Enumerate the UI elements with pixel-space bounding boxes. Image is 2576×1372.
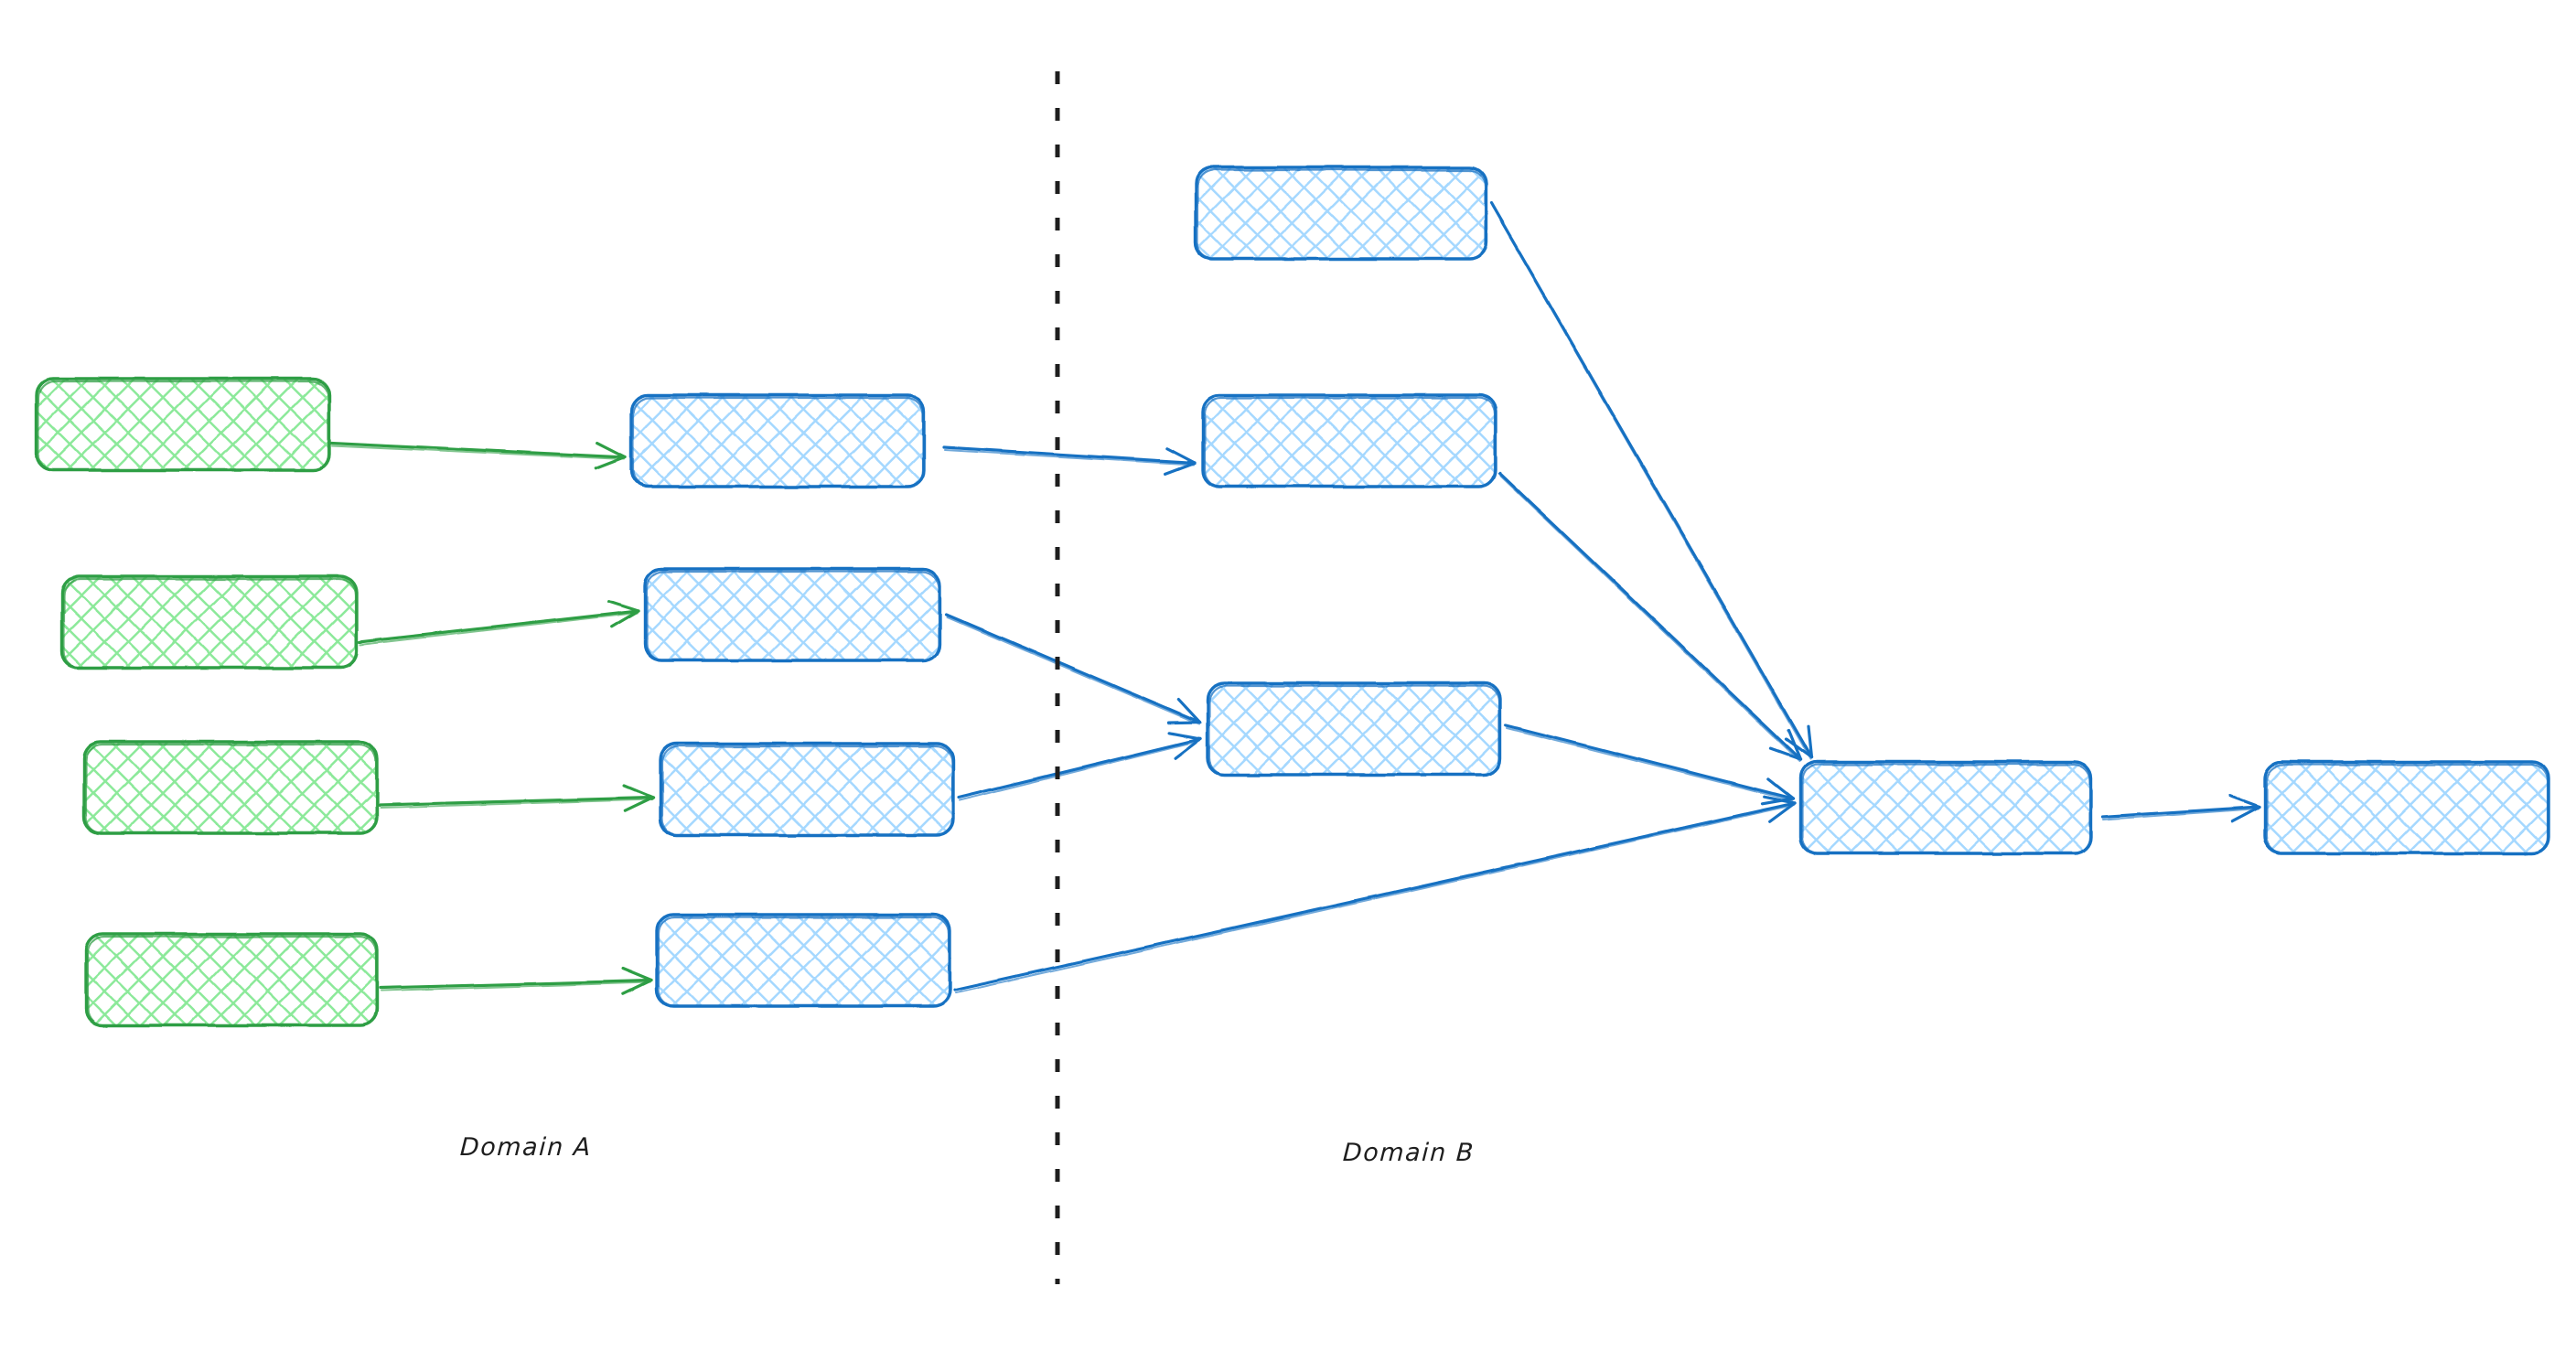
node-box[interactable] — [1798, 760, 2093, 855]
node-box[interactable] — [629, 393, 926, 488]
nodes-layer — [35, 166, 2550, 1027]
node-box[interactable] — [35, 377, 331, 472]
edge-arrow — [1498, 472, 1802, 762]
edge-arrow — [329, 441, 627, 470]
edge-arrow — [942, 445, 1197, 476]
edge-arrow — [357, 600, 640, 646]
edge-arrow — [379, 967, 653, 996]
edges-layer — [329, 201, 2261, 996]
node-box[interactable] — [82, 740, 379, 835]
edge-arrow — [379, 784, 655, 813]
node-box[interactable] — [1201, 393, 1497, 488]
edge-arrow — [1504, 724, 1795, 806]
domain-a-label: Domain A — [459, 1133, 593, 1162]
node-box[interactable] — [2263, 760, 2550, 855]
node-box[interactable] — [655, 913, 951, 1008]
node-box[interactable] — [60, 574, 359, 670]
node-box[interactable] — [1194, 166, 1488, 261]
node-box[interactable] — [643, 567, 941, 662]
node-box[interactable] — [659, 742, 955, 837]
edge-arrow — [945, 613, 1202, 725]
node-box[interactable] — [1206, 681, 1502, 777]
edge-arrow — [957, 732, 1202, 801]
edge-arrow — [953, 795, 1797, 993]
edge-arrow — [1489, 201, 1813, 760]
node-box[interactable] — [84, 932, 379, 1027]
edge-arrow — [2100, 794, 2261, 823]
domain-b-label: Domain B — [1342, 1139, 1476, 1167]
